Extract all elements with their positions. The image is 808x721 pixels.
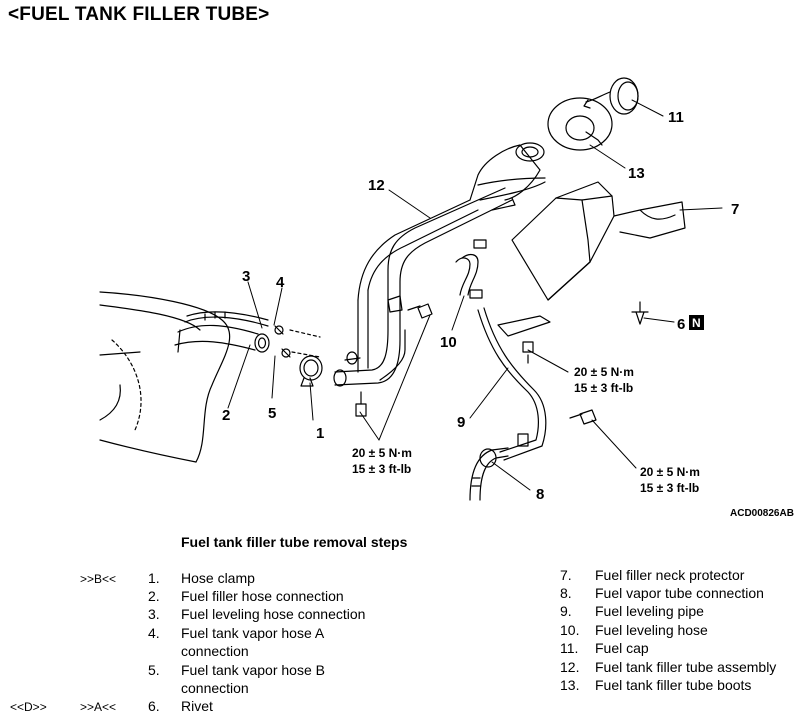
fuel-leveling-pipe (477, 307, 551, 461)
step-row: 12. Fuel tank filler tube assembly (560, 658, 805, 676)
step-text: Fuel filler neck protector (595, 567, 745, 583)
torque-center-ftlb: 15 ± 3 ft-lb (352, 462, 411, 476)
step-number: 2. (148, 588, 160, 604)
callout-4: 4 (276, 274, 285, 291)
step-row: connection (0, 679, 400, 697)
fuel-tank-filler-tube-boot (547, 97, 613, 151)
step-number: 9. (560, 603, 572, 619)
step-text: Fuel tank filler tube boots (595, 677, 752, 693)
torque-center-nm: 20 ± 5 N·m (352, 446, 412, 460)
step-row: 7. Fuel filler neck protector (560, 566, 805, 584)
step-row: 8. Fuel vapor tube connection (560, 584, 805, 602)
step-text: Fuel leveling pipe (595, 603, 704, 619)
step-text: Fuel leveling hose (595, 622, 708, 638)
step-row: 3. Fuel leveling hose connection (0, 605, 400, 623)
step-row: 9. Fuel leveling pipe (560, 602, 805, 620)
step-number: 12. (560, 659, 580, 675)
callout-13: 13 (628, 165, 645, 182)
step-mark-b: >>A<< (80, 700, 117, 714)
vapor-hose-clips (274, 325, 321, 358)
callout-11: 11 (668, 109, 684, 126)
exploded-parts-diagram: 1 2 3 4 5 6 N 7 8 9 10 11 12 13 20 ± 5 N… (99, 77, 794, 519)
step-text: Fuel vapor tube connection (595, 585, 764, 601)
fuel-leveling-hose-connection (184, 311, 269, 327)
fuel-filler-hose (174, 324, 270, 353)
step-row: 13. Fuel tank filler tube boots (560, 676, 805, 694)
step-text: Rivet (181, 698, 213, 714)
step-row: >>B<< 1. Hose clamp (0, 569, 400, 587)
callout-7: 7 (731, 201, 739, 218)
step-mark-b: >>B<< (80, 572, 117, 586)
step-text: Fuel filler hose connection (181, 588, 344, 604)
step-number: 5. (148, 662, 160, 678)
step-number: 3. (148, 606, 160, 622)
fuel-cap (583, 77, 639, 115)
step-text: Fuel tank filler tube assembly (595, 659, 777, 675)
step-row: 2. Fuel filler hose connection (0, 587, 400, 605)
step-text: Hose clamp (181, 570, 255, 586)
removal-steps-heading: Fuel tank filler tube removal steps (181, 534, 408, 550)
torque-upper-nm: 20 ± 5 N·m (574, 365, 634, 379)
step-text: Fuel leveling hose connection (181, 606, 366, 622)
step-number: 7. (560, 567, 572, 583)
step-number: 13. (560, 677, 580, 693)
torque-right-nm: 20 ± 5 N·m (640, 465, 700, 479)
callout-10: 10 (440, 334, 457, 351)
step-text: connection (181, 680, 249, 696)
rivet (631, 301, 649, 325)
callout-5: 5 (268, 405, 276, 422)
callout-6: 6 (677, 316, 685, 333)
page-title: <FUEL TANK FILLER TUBE> (8, 4, 270, 25)
step-row: connection (0, 642, 400, 660)
step-number: 1. (148, 570, 160, 586)
figure-code: ACD00826AB (730, 508, 794, 519)
step-text: connection (181, 643, 249, 659)
callout-9: 9 (457, 414, 465, 431)
torque-upper-ftlb: 15 ± 3 ft-lb (574, 381, 633, 395)
torque-right-ftlb: 15 ± 3 ft-lb (640, 481, 699, 495)
step-number: 4. (148, 625, 160, 641)
new-part-mark: N (692, 316, 701, 330)
step-row: <<D>> >>A<< 6. Rivet (0, 697, 400, 715)
callout-leaders (227, 99, 723, 491)
step-number: 6. (148, 698, 160, 714)
callout-3: 3 (242, 268, 250, 285)
bolts (355, 303, 597, 425)
step-row: 11. Fuel cap (560, 639, 805, 657)
step-row: 5. Fuel tank vapor hose B (0, 661, 400, 679)
step-mark-a: <<D>> (10, 700, 47, 714)
step-number: 10. (560, 622, 580, 638)
step-number: 8. (560, 585, 572, 601)
fuel-vapor-tube-connection (469, 447, 509, 501)
callout-8: 8 (536, 486, 544, 503)
callout-12: 12 (368, 177, 385, 194)
step-text: Fuel tank vapor hose A (181, 625, 325, 641)
step-number: 11. (560, 640, 579, 656)
fuel-leveling-hose (455, 239, 487, 299)
callout-1: 1 (316, 425, 324, 442)
step-row: 10. Fuel leveling hose (560, 621, 805, 639)
step-text: Fuel tank vapor hose B (181, 662, 325, 678)
step-row: 4. Fuel tank vapor hose A (0, 624, 400, 642)
callout-2: 2 (222, 407, 230, 424)
hose-clamp (299, 355, 323, 387)
fuel-tank-filler-tube-assembly (333, 142, 546, 387)
fuel-tank-outline (99, 291, 231, 463)
step-text: Fuel cap (595, 640, 649, 656)
fuel-filler-neck-protector (511, 181, 686, 301)
